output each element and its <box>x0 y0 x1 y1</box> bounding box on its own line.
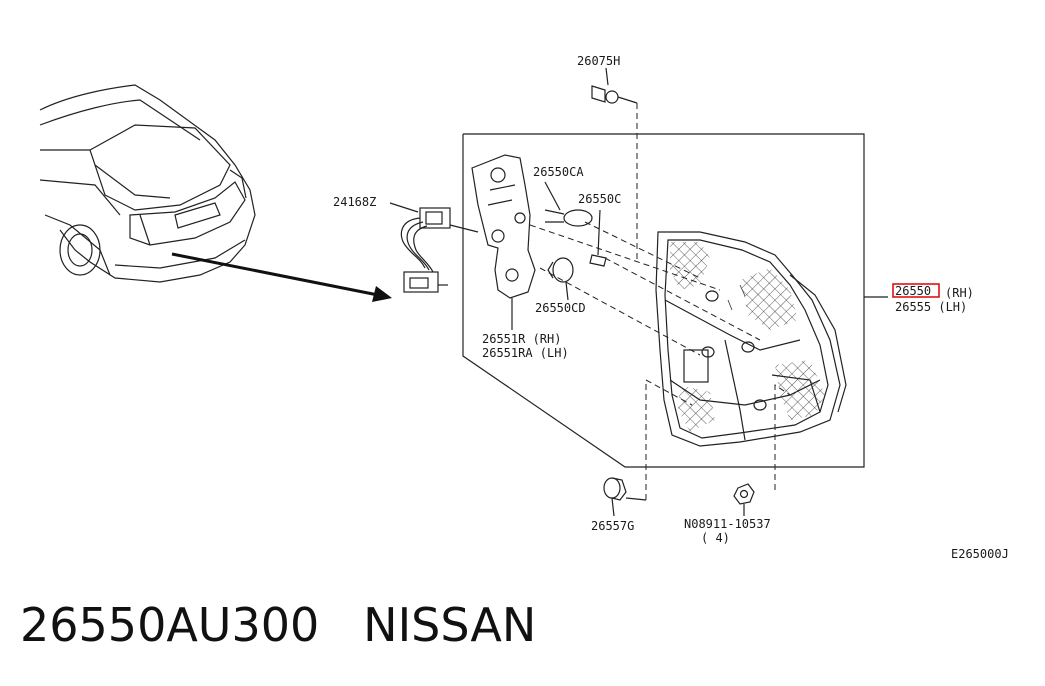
label-26550-rh: (RH) <box>945 286 974 300</box>
bulb-26550CA <box>544 181 593 227</box>
label-26551RA: 26551RA (LH) <box>482 346 569 360</box>
dashed-leaders <box>529 103 791 500</box>
wire-harness-24168Z <box>389 202 479 293</box>
lens-hatching <box>670 242 825 432</box>
part-title: 26550AU300 NISSAN <box>20 598 536 652</box>
label-26550CD: 26550CD <box>535 301 586 315</box>
label-26075H: 26075H <box>577 54 620 68</box>
part-number: 26550AU300 <box>20 598 320 652</box>
grommet-26557G <box>603 477 647 517</box>
diagram-code: E265000J <box>951 547 1009 561</box>
nut-N08911-10537 <box>733 483 755 516</box>
pointer-arrow <box>171 252 392 302</box>
socket-plate-26551R <box>471 154 536 330</box>
label-26550[interactable]: 26550 <box>895 284 931 298</box>
label-26557G: 26557G <box>591 519 634 533</box>
car-rear-illustration <box>39 84 256 283</box>
label-26550C: 26550C <box>578 192 621 206</box>
assembly-frame <box>462 133 888 468</box>
label-qty-4: ( 4) <box>701 531 730 545</box>
bulb-26550CD <box>547 257 574 301</box>
label-26555: 26555 (LH) <box>895 300 967 314</box>
label-26550CA: 26550CA <box>533 165 584 179</box>
screw-26075H <box>591 67 638 104</box>
label-24168Z: 24168Z <box>333 195 376 209</box>
bulb-26550C <box>589 209 607 267</box>
label-26551R: 26551R (RH) <box>482 332 561 346</box>
brand-name: NISSAN <box>363 598 537 652</box>
label-N08911-10537: N08911-10537 <box>684 517 771 531</box>
highlight-26550 <box>892 283 940 298</box>
